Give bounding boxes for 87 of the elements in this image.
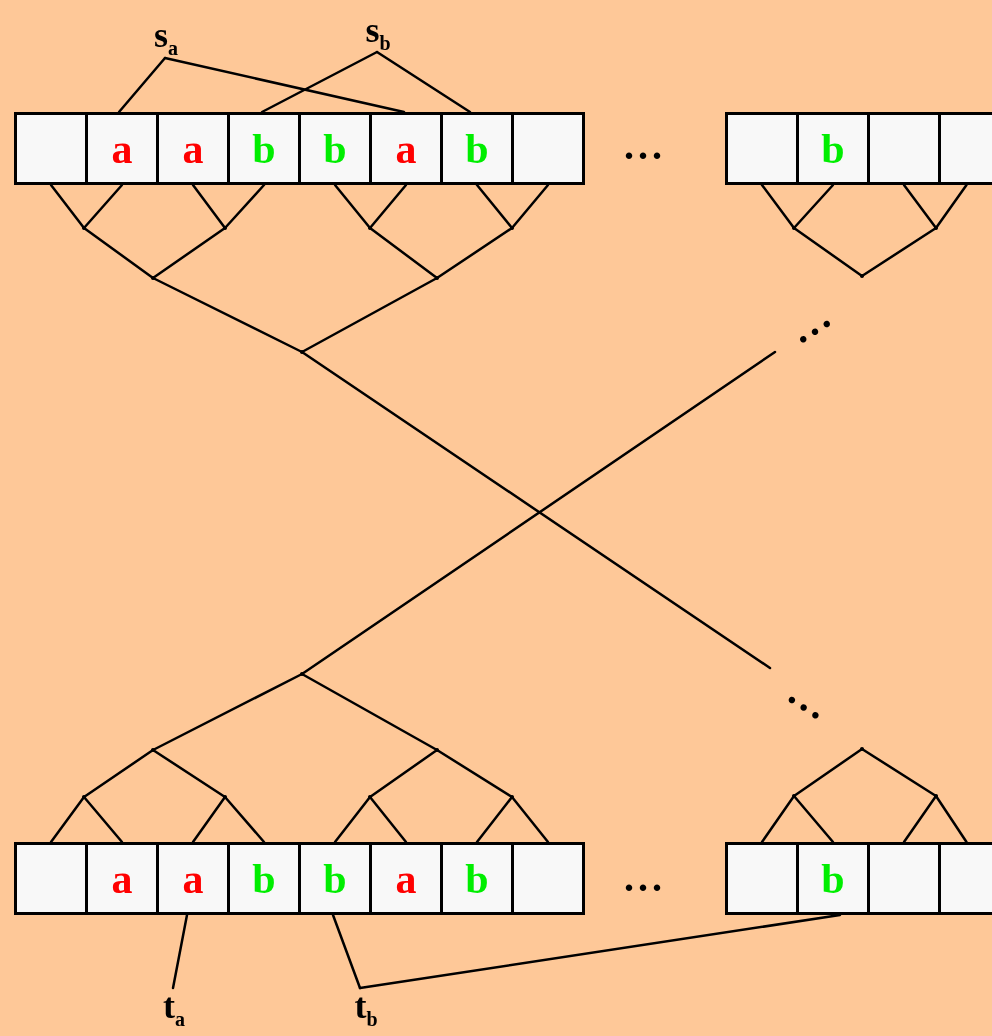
- junction-point: [368, 226, 372, 230]
- connector-line: [934, 183, 968, 230]
- array-cell: b: [796, 842, 870, 915]
- array-cell: a: [156, 842, 230, 915]
- terminal-label: t$_{a}$: [148, 988, 200, 1030]
- junction-point: [223, 795, 227, 799]
- connector-line: [475, 795, 514, 844]
- connector-line: [375, 50, 472, 114]
- connector-line: [358, 913, 842, 990]
- connector-line: [792, 183, 835, 230]
- array-cell: a: [369, 112, 443, 185]
- array-cell: [725, 842, 799, 915]
- ellipsis: ...: [787, 680, 835, 720]
- connector-line: [82, 226, 155, 280]
- array-cell: [14, 842, 88, 915]
- connector-line: [49, 795, 86, 844]
- array-cell: [938, 112, 992, 185]
- array-cell: b: [227, 842, 301, 915]
- connector-line: [82, 748, 155, 799]
- connector-line: [333, 183, 372, 230]
- array-cell: [867, 112, 941, 185]
- junction-point: [860, 274, 864, 278]
- array-cell: [511, 112, 585, 185]
- connector-line: [331, 913, 362, 990]
- array-cell: [14, 112, 88, 185]
- junction-point: [223, 226, 227, 230]
- connector-line: [792, 794, 835, 844]
- connector-line: [760, 183, 796, 230]
- connector-line: [117, 56, 167, 114]
- junction-point: [300, 350, 304, 354]
- connector-line: [902, 794, 938, 844]
- array-cell: a: [156, 112, 230, 185]
- connector-line: [191, 795, 227, 844]
- array-cell: b: [227, 112, 301, 185]
- array-cell: [511, 842, 585, 915]
- junction-point: [151, 276, 155, 280]
- array-cell: b: [796, 112, 870, 185]
- connector-line: [191, 183, 227, 230]
- connector-line: [260, 50, 379, 114]
- junction-point: [792, 794, 796, 798]
- connector-line: [792, 747, 864, 798]
- connector-line: [163, 56, 406, 114]
- junction-point: [510, 795, 514, 799]
- terminal-label: t$_{b}$: [340, 988, 392, 1030]
- connector-line: [368, 226, 439, 280]
- terminal-label: s$_{a}$: [140, 18, 192, 58]
- junction-point: [934, 794, 938, 798]
- array-cell: b: [298, 112, 372, 185]
- connector-line: [368, 748, 439, 799]
- junction-point: [435, 276, 439, 280]
- junction-point: [435, 748, 439, 752]
- array-cell: a: [85, 842, 159, 915]
- junction-point: [510, 226, 514, 230]
- connector-line: [82, 183, 124, 230]
- array-cell: a: [369, 842, 443, 915]
- connector-line: [792, 226, 864, 278]
- connector-line: [510, 183, 550, 230]
- terminal-label: s$_{b}$: [352, 14, 404, 52]
- array-cell: b: [440, 842, 514, 915]
- junction-point: [860, 747, 864, 751]
- array-cell: [867, 842, 941, 915]
- connector-line: [475, 183, 514, 230]
- connector-line: [171, 913, 189, 990]
- array-cell: [938, 842, 992, 915]
- array-cell: a: [85, 112, 159, 185]
- connector-line: [902, 183, 938, 230]
- connector-line: [368, 183, 408, 230]
- junction-point: [82, 226, 86, 230]
- connector-line: [82, 795, 124, 844]
- junction-point: [82, 795, 86, 799]
- array-cell: b: [298, 842, 372, 915]
- connector-line: [151, 226, 227, 280]
- connector-line: [760, 794, 796, 844]
- junction-point: [300, 672, 304, 676]
- connector-line: [333, 795, 372, 844]
- connector-line: [368, 795, 408, 844]
- array-cell: [725, 112, 799, 185]
- junction-point: [151, 748, 155, 752]
- ellipsis: ...: [787, 302, 835, 342]
- junction-point: [934, 226, 938, 230]
- junction-point: [368, 795, 372, 799]
- array-cell: b: [440, 112, 514, 185]
- connector-line: [223, 795, 266, 844]
- connector-line: [49, 183, 86, 230]
- junction-point: [792, 226, 796, 230]
- connector-line: [510, 795, 550, 844]
- connector-line: [223, 183, 266, 230]
